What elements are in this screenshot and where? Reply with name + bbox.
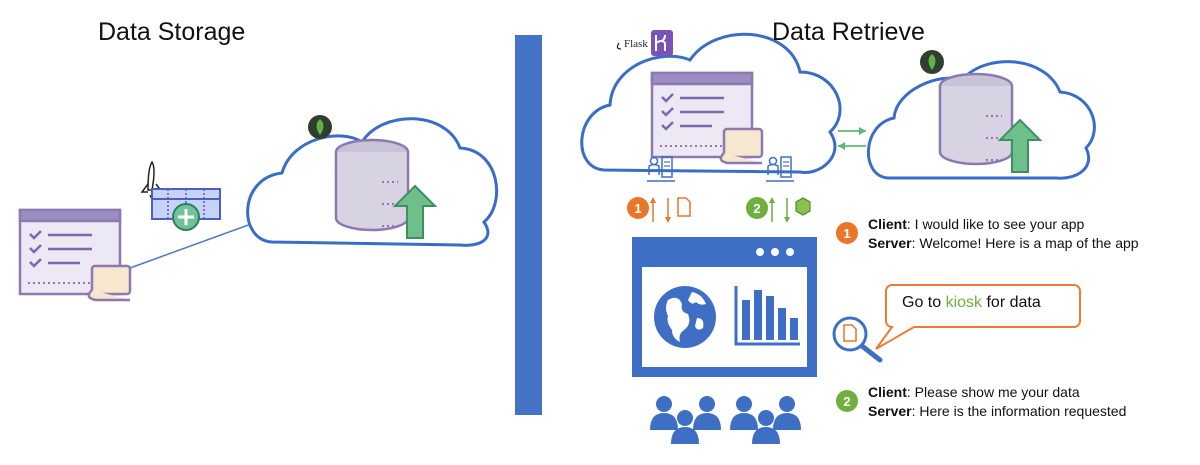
step-1-caption: Client: I would like to see your app Ser… bbox=[868, 215, 1139, 253]
kiosk-keyword: kiosk bbox=[945, 294, 983, 311]
step-2-caption: Client: Please show me your data Server:… bbox=[868, 383, 1126, 421]
app-document-icon bbox=[650, 71, 764, 165]
document-icon bbox=[677, 197, 691, 217]
step-1-arrows bbox=[650, 197, 691, 223]
globe-icon bbox=[654, 286, 716, 348]
step-2-badge: 2 bbox=[746, 197, 768, 219]
step-2-arrows bbox=[769, 197, 811, 223]
heroku-icon bbox=[651, 30, 673, 56]
search-document-icon bbox=[832, 316, 883, 363]
storage-database-icon bbox=[334, 138, 410, 232]
step-1-client-line: Client: I would like to see your app bbox=[868, 216, 1085, 232]
retrieve-database-icon bbox=[938, 72, 1014, 166]
caption-2-badge: 2 bbox=[836, 390, 858, 412]
section-divider bbox=[515, 35, 542, 415]
step-1-server-line: Server: Welcome! Here is a map of the ap… bbox=[868, 235, 1139, 251]
step-2-server-line: Server: Here is the information requeste… bbox=[868, 403, 1127, 419]
add-data-table-icon bbox=[151, 188, 221, 231]
mongodb-icon-retrieve bbox=[920, 50, 944, 74]
bar-chart-icon bbox=[734, 286, 800, 346]
caption-1-badge: 1 bbox=[836, 222, 858, 244]
sync-arrows bbox=[838, 127, 866, 150]
users-icon bbox=[650, 396, 801, 444]
flask-icon bbox=[616, 42, 622, 50]
mongodb-icon bbox=[308, 115, 332, 139]
flask-label: Flask bbox=[624, 38, 648, 50]
data-retrieve-title: Data Retrieve bbox=[772, 18, 925, 46]
bubble-text: Go to kiosk for data bbox=[902, 294, 1041, 311]
step-1-badge: 1 bbox=[627, 197, 649, 219]
step-2-client-line: Client: Please show me your data bbox=[868, 384, 1080, 400]
source-document-icon bbox=[18, 208, 132, 302]
package-icon bbox=[795, 197, 811, 216]
speech-bubble bbox=[875, 284, 1081, 350]
data-storage-title: Data Storage bbox=[98, 18, 246, 46]
